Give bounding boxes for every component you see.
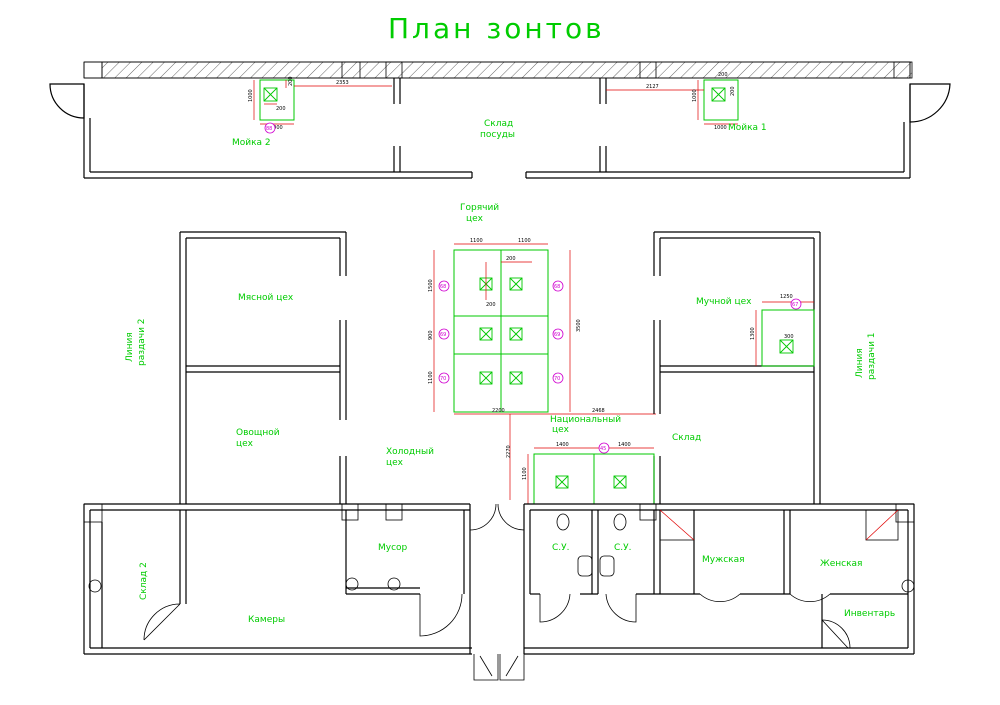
svg-text:200: 200 (486, 302, 496, 308)
svg-text:200: 200 (276, 106, 286, 112)
hood-moika-1: 2127 1000 1000 200 200 (606, 72, 739, 131)
room-holodny-ceh-2: цех (386, 458, 404, 468)
svg-text:70: 70 (554, 376, 560, 382)
svg-text:1100: 1100 (522, 467, 528, 480)
svg-text:200: 200 (506, 256, 516, 262)
room-zhenskaya: Женская (820, 559, 862, 569)
svg-text:68: 68 (440, 284, 446, 290)
room-sklad: Склад (672, 433, 701, 443)
svg-text:1400: 1400 (618, 442, 631, 448)
svg-text:67: 67 (792, 302, 798, 308)
svg-text:1400: 1400 (556, 442, 569, 448)
room-su-1: С.У. (552, 543, 570, 553)
room-goryachiy-ceh-2: цех (466, 214, 484, 224)
svg-text:2353: 2353 (336, 80, 349, 86)
room-holodny-ceh: Холодный (386, 447, 434, 457)
middle-right-walls (653, 231, 821, 504)
hood-nacionalny-ceh: 1400 1400 1100 45 (522, 442, 655, 505)
room-sklad-2: Склад 2 (139, 562, 149, 600)
hood-moika-2: 2353 1000 1000 200 200 88 (248, 76, 392, 134)
svg-text:1100: 1100 (518, 238, 531, 244)
svg-text:1100: 1100 (428, 371, 434, 384)
svg-text:2468: 2468 (592, 408, 605, 414)
svg-text:1500: 1500 (428, 279, 434, 292)
svg-text:88: 88 (266, 126, 272, 132)
room-moika-2: Мойка 2 (232, 138, 271, 148)
hood-goryachiy-ceh: 1100 1100 1500 900 1100 3500 200 200 220… (428, 238, 656, 500)
svg-text:1000: 1000 (692, 89, 698, 102)
marker-88 (264, 122, 276, 134)
room-ovoshnoy-ceh-2: цех (236, 439, 254, 449)
svg-text:69: 69 (554, 332, 560, 338)
label-liniya-razdachi-2: Линия (125, 332, 135, 362)
room-nacionalny-ceh: Национальный (550, 415, 621, 425)
plan-title: План зонтов (388, 12, 605, 45)
svg-text:45: 45 (600, 446, 606, 452)
room-su-2: С.У. (614, 543, 632, 553)
top-block (49, 61, 951, 179)
svg-text:200: 200 (718, 72, 728, 78)
svg-text:1000: 1000 (270, 125, 283, 131)
room-goryachiy-ceh: Горячий (460, 203, 499, 213)
svg-text:1100: 1100 (470, 238, 483, 244)
label-liniya-razdachi-1: Линия (855, 348, 865, 378)
room-ovoshnoy-ceh: Овощной (236, 428, 280, 438)
svg-text:1000: 1000 (248, 89, 254, 102)
room-inventar: Инвентарь (844, 609, 895, 619)
svg-text:69: 69 (440, 332, 446, 338)
svg-text:1250: 1250 (780, 294, 793, 300)
svg-text:68: 68 (554, 284, 560, 290)
svg-text:1000: 1000 (714, 125, 727, 131)
room-musor: Мусор (378, 543, 408, 553)
top-hatched-wall (101, 61, 913, 79)
middle-left-walls (179, 231, 347, 504)
svg-text:70: 70 (440, 376, 446, 382)
room-muchnoy-ceh: Мучной цех (696, 297, 752, 307)
svg-text:2270: 2270 (506, 445, 512, 458)
svg-text:2127: 2127 (646, 84, 659, 90)
room-kamery: Камеры (248, 615, 285, 625)
bottom-block-walls (83, 503, 915, 681)
svg-text:2200: 2200 (492, 408, 505, 414)
room-moika-1: Мойка 1 (728, 123, 767, 133)
label-liniya-razdachi-1b: раздачи 1 (867, 332, 877, 380)
svg-text:300: 300 (784, 334, 794, 340)
svg-text:900: 900 (428, 330, 434, 340)
room-nacionalny-ceh-2: цех (552, 425, 570, 435)
svg-text:1300: 1300 (750, 327, 756, 340)
svg-text:200: 200 (288, 76, 294, 86)
room-muzhskaya: Мужская (702, 555, 745, 565)
svg-text:3500: 3500 (576, 319, 582, 332)
hood-muchnoy-ceh: 1250 1300 300 67 (750, 294, 815, 367)
room-sklad-posudy: Склад (484, 119, 513, 129)
label-liniya-razdachi-2b: раздачи 2 (137, 318, 147, 366)
room-myasnoy-ceh: Мясной цех (238, 293, 294, 303)
svg-text:200: 200 (730, 86, 736, 96)
room-sklad-posudy-2: посуды (480, 130, 515, 140)
